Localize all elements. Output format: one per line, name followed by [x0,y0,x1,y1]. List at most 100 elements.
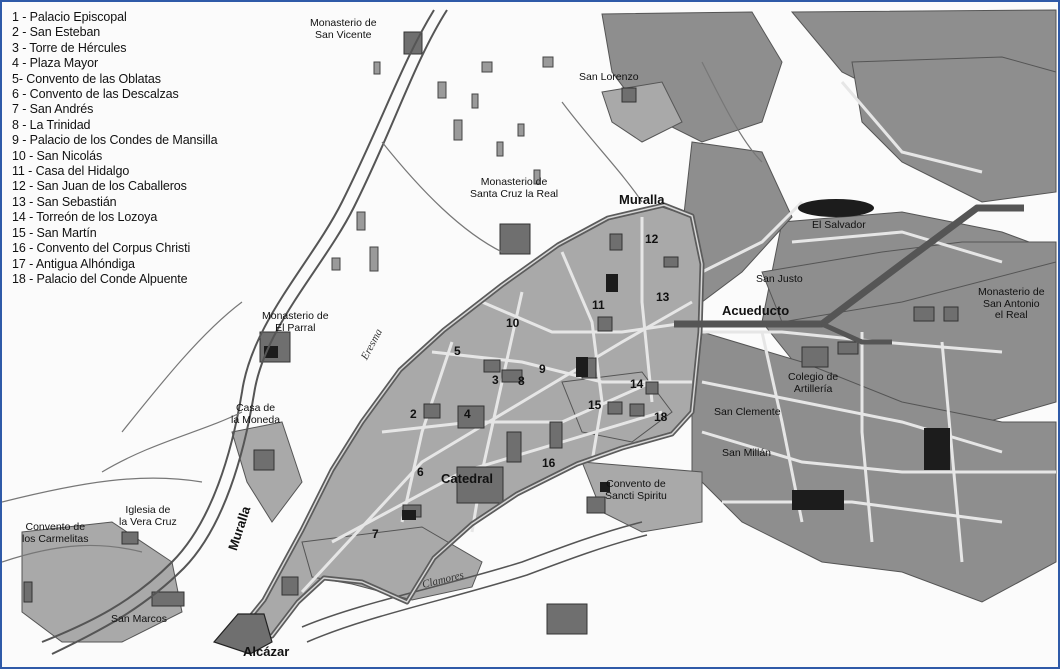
legend-item: 7 - San Andrés [12,102,94,117]
map-number-14: 14 [630,377,644,391]
building-12 [607,401,623,415]
street-13 [760,331,804,523]
eresma-river [41,9,435,643]
outer-block-7 [356,211,366,231]
outer-road-4 [381,141,503,253]
legend-item: 1 - Palacio Episcopal [12,10,127,24]
label-san-lorenzo: San Lorenzo [579,71,639,83]
outer-block-2 [496,141,504,157]
map-number-11: 11 [592,298,605,312]
building-0 [457,405,485,429]
label-san-justo: San Justo [756,273,803,285]
map-number-16: 16 [542,456,556,470]
building-1 [506,431,522,463]
street-5 [560,251,604,463]
map-number-10: 10 [506,316,520,330]
building-4 [597,316,613,332]
city-area-6 [761,241,1057,323]
building-9 [501,369,523,383]
legend-item: 2 - San Esteban [12,25,101,40]
building-28 [281,576,299,596]
building-5 [609,233,623,251]
outer-block-3 [517,123,525,137]
building-15 [801,346,829,368]
label-muralla-top: Muralla [619,192,665,207]
special-building-3 [792,490,844,510]
label-catedral: Catedral [441,471,494,486]
label-san-clemente: San Clemente [714,406,781,418]
special-building-0 [576,357,588,377]
alcazar-building [212,613,273,655]
el-salvador-building [798,199,874,217]
street-7 [400,341,454,523]
outer-block-11 [481,61,493,73]
building-18 [943,306,959,322]
label-alcazar: Alcázar [243,644,290,659]
outer-block-6 [373,61,381,75]
building-23 [621,87,637,103]
legend: 1 - Palacio Episcopal 2 - San Esteban 3 … [12,10,218,287]
building-14 [645,381,659,395]
map-number-3: 3 [492,373,499,387]
legend-item: 16 - Convento del Corpus Christi [12,241,191,256]
map-number-13: 13 [656,290,670,304]
city-wall-inner-line [229,204,703,643]
building-13 [629,403,645,417]
legend-item: 14 - Torreón de los Lozoya [12,210,158,225]
outer-block-4 [533,169,541,185]
eresma-river-bank [51,9,448,655]
outer-road-1 [2,544,143,563]
outer-block-10 [542,56,554,68]
street-12 [722,500,1003,524]
map-number-9: 9 [539,362,546,376]
building-25 [151,591,185,607]
street-8 [640,217,654,403]
building-19 [586,496,606,514]
map-number-18: 18 [654,410,668,424]
street-2 [381,380,653,434]
outer-block-5 [471,93,479,109]
legend-item: 8 - La Trinidad [12,117,91,132]
outer-road-6 [701,61,763,163]
clamores-river-bank [306,534,648,643]
legend-item: 4 - Plaza Mayor [12,56,99,71]
legend-item: 5- Convento de las Oblatas [12,71,161,86]
map-number-4: 4 [464,407,471,421]
outer-road-3 [121,301,243,433]
building-26 [23,581,33,603]
map-number-7: 7 [372,527,379,541]
special-building-2 [924,428,950,470]
map-number-12: 12 [645,232,659,246]
map-number-6: 6 [417,465,424,479]
legend-item: 6 - Convento de las Descalzas [12,87,179,102]
building-11 [423,403,441,419]
building-24 [499,223,531,255]
building-16 [837,341,859,355]
special-building-6 [600,482,610,492]
legend-item: 13 - San Sebastián [12,194,117,209]
legend-item: 15 - San Martín [12,225,97,240]
outer-block-9 [331,257,341,271]
street-14 [860,332,874,543]
map-number-2: 2 [410,407,417,421]
building-27 [121,531,139,545]
aqueduct [674,204,1024,328]
legend-item: 18 - Palacio del Conde Alpuente [12,271,188,286]
clamores-river [301,521,643,628]
label-san-marcos: San Marcos [111,613,168,625]
map-number-8: 8 [518,374,525,388]
legend-item: 10 - San Nicolás [12,148,103,163]
legend-item: 3 - Torre de Hércules [12,40,127,55]
legend-item: 11 - Casa del Hidalgo [12,164,130,179]
street-17 [701,200,804,274]
building-7 [456,466,504,504]
outer-block-0 [437,81,447,99]
